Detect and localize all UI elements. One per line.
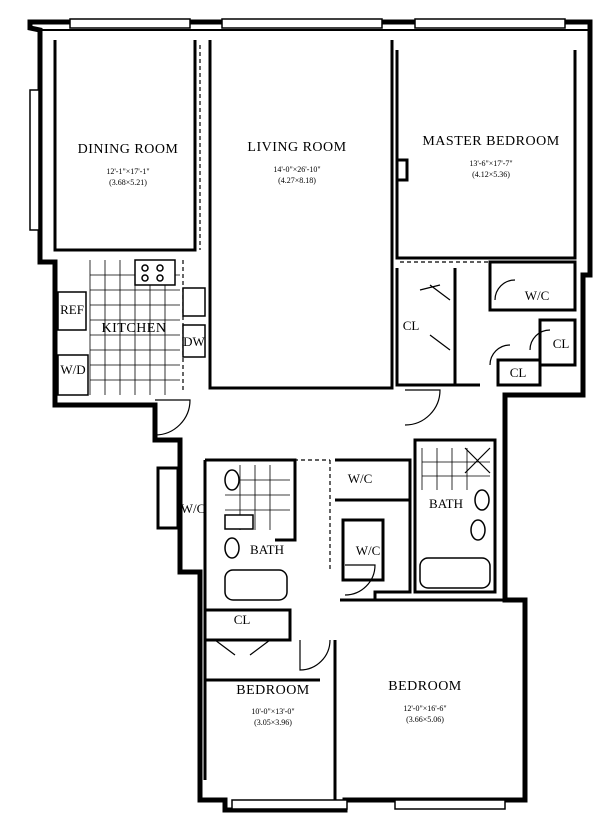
dining-room-dimensions: 12'-1"×17'-1" [106,167,150,176]
kitchen-fixtures [57,259,206,396]
master-bedroom-dimensions-metric: (4.12×5.36) [472,170,510,179]
bath2-fixtures [419,447,491,589]
closet-master-bottom-label: CL [509,365,527,380]
living-room-dimensions-metric: (4.27×8.18) [278,176,316,185]
interior-walls [53,40,577,800]
bedroom-2-label: BEDROOM [236,683,310,698]
closet-master-right-label: CL [552,336,570,351]
bath-2-label: BATH [429,496,463,511]
bedroom-2-dimensions: 10'-0"×13'-0" [251,707,295,716]
bedroom-2-dimensions-metric: (3.05×3.96) [254,718,292,727]
windows [29,18,566,810]
dishwasher-label: DW [183,334,205,349]
closets [156,466,385,582]
door-swings [154,279,551,671]
closet-bedroom-label: CL [233,612,251,627]
living-room-label: LIVING ROOM [247,140,347,155]
wc-hall-label: W/C [180,501,206,516]
kitchen-label: KITCHEN [101,321,167,336]
master-bedroom-dimensions: 13'-6"×17'-7" [469,159,513,168]
washer-dryer-label: W/D [60,362,86,377]
bath-1-label: BATH [250,542,284,557]
living-room-dimensions: 14'-0"×26'-10" [273,165,321,174]
refrigerator-label: REF [60,302,84,317]
bedroom-3-dimensions-metric: (3.66×5.06) [406,715,444,724]
thresholds [182,45,575,570]
wc-center-label: W/C [347,471,373,486]
closet-master-hall-label: CL [402,318,420,333]
wc-bedroom-label: W/C [355,543,381,558]
dining-room-label: DINING ROOM [77,142,179,157]
master-bedroom-label: MASTER BEDROOM [422,134,560,149]
exterior-walls [27,19,593,813]
dining-room-dimensions-metric: (3.68×5.21) [109,178,147,187]
bedroom-3-label: BEDROOM [388,679,462,694]
wc-master-label: W/C [524,288,550,303]
bedroom-3-dimensions: 12'-0"×16'-6" [403,704,447,713]
bath1-fixtures [224,465,290,601]
